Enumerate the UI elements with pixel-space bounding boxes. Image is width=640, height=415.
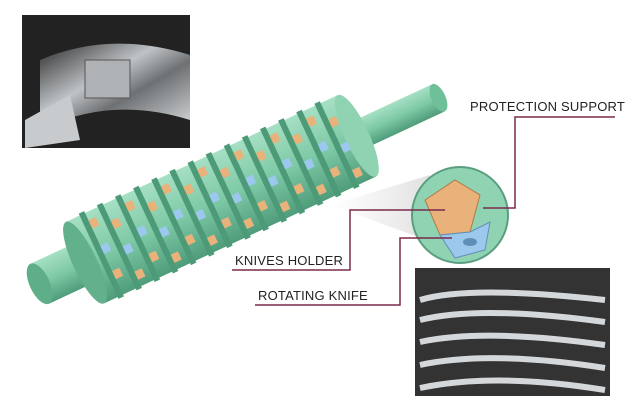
- knife-tooth: [197, 166, 209, 178]
- knife-tooth: [315, 183, 327, 196]
- knife-disc: [259, 126, 306, 215]
- knife-tooth: [257, 199, 269, 212]
- knife-tooth: [208, 191, 221, 204]
- knife-tooth: [148, 250, 160, 263]
- knife-tooth: [305, 115, 317, 127]
- knife-disc: [151, 177, 197, 266]
- knife-tooth: [110, 217, 122, 229]
- knife-disc: [133, 185, 179, 274]
- knife-tooth: [220, 216, 232, 229]
- knife-tooth: [172, 208, 184, 220]
- knife-disc: [187, 160, 233, 249]
- knife-tooth: [134, 268, 146, 280]
- knife-tooth: [146, 200, 159, 213]
- knife-disc: [223, 143, 269, 232]
- photo-rotor-closeup: [22, 15, 190, 148]
- knife-tooth: [184, 233, 196, 246]
- knife-tooth: [233, 149, 245, 161]
- knife-tooth: [219, 166, 231, 179]
- knife-tooth: [136, 225, 148, 237]
- knife-tooth: [122, 242, 134, 255]
- label-knives-holder: KNIVES HOLDER: [235, 253, 344, 268]
- knife-tooth: [292, 132, 304, 145]
- knife-tooth: [328, 116, 340, 128]
- knife-tooth: [183, 183, 195, 196]
- knife-tooth: [329, 166, 341, 178]
- photo-rotor-installed: [415, 268, 610, 396]
- label-rotating-knife: ROTATING KNIFE: [258, 288, 368, 303]
- knife-disc: [169, 168, 215, 257]
- knife-tooth: [160, 183, 172, 195]
- knife-tooth: [124, 199, 136, 212]
- knife-tooth: [255, 149, 267, 162]
- knife-tooth: [195, 209, 207, 221]
- knife-tooth: [293, 183, 305, 195]
- knife-tooth: [267, 175, 279, 187]
- knives-holder-part: [424, 179, 481, 236]
- knife-tooth: [231, 192, 243, 204]
- knife-tooth: [269, 132, 281, 144]
- leader-lines: [232, 116, 615, 306]
- knife-disc: [296, 109, 342, 198]
- knife-disc: [96, 202, 143, 291]
- knife-tooth: [243, 217, 255, 230]
- knife-disc: [278, 118, 324, 206]
- knife-tooth: [100, 242, 112, 254]
- magnifier-detail: [411, 166, 509, 264]
- rotor-shaft: [26, 83, 448, 305]
- knife-disc: [241, 135, 288, 223]
- knife-tooth: [112, 267, 124, 280]
- knife-tooth: [88, 216, 100, 229]
- knife-tooth: [317, 140, 329, 153]
- label-protection-support: PROTECTION SUPPORT: [470, 99, 626, 114]
- knife-tooth: [245, 174, 257, 187]
- knife-tooth: [340, 141, 352, 153]
- knife-tooth: [351, 166, 363, 179]
- knife-disc: [205, 151, 251, 240]
- knife-tooth: [206, 234, 218, 246]
- knife-disc: [114, 194, 161, 282]
- knife-tooth: [279, 200, 291, 213]
- knife-disc: [78, 211, 124, 299]
- knife-tooth: [281, 157, 293, 170]
- knife-tooth: [158, 225, 170, 238]
- knife-disc: [314, 101, 360, 189]
- knife-tooth: [303, 158, 315, 170]
- knife-tooth: [170, 251, 182, 263]
